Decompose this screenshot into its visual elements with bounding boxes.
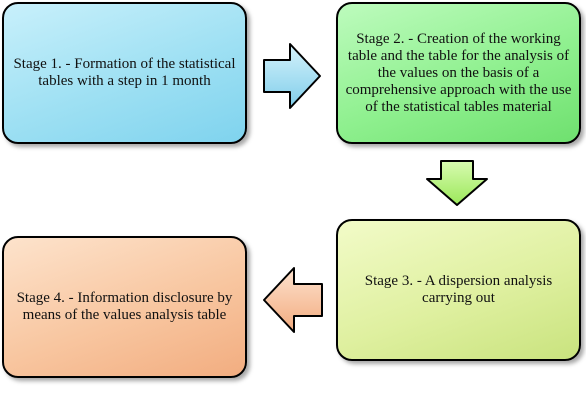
stage-4-text: Stage 4. - Information disclosure by mea… [16,290,233,323]
arrow-down-icon [426,160,488,206]
stage-2-text: Stage 2. - Creation of the working table… [345,30,572,115]
arrow-right-icon [263,43,321,109]
stage-2-box: Stage 2. - Creation of the working table… [336,2,581,144]
arrow-left-icon [263,267,323,333]
stage-3-box: Stage 3. - A dispersion analysis carryin… [336,219,581,361]
stage-4-box: Stage 4. - Information disclosure by mea… [2,236,247,378]
stage-1-box: Stage 1. - Formation of the statistical … [2,2,247,144]
stage-1-text: Stage 1. - Formation of the statistical … [13,56,236,89]
stage-3-text: Stage 3. - A dispersion analysis carryin… [364,273,553,306]
